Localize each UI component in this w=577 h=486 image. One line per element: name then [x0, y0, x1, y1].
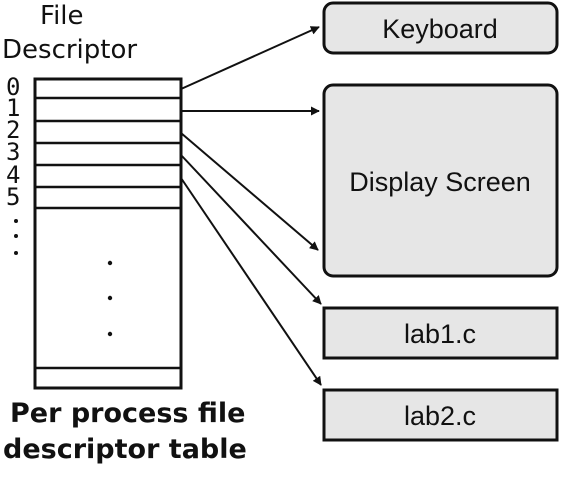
index-ellipsis-dot [14, 219, 18, 223]
index-3: 3 [6, 138, 20, 166]
caption-line1: Per process file [10, 398, 245, 429]
lab1-box [322, 306, 559, 360]
descriptor-table [33, 77, 183, 390]
table-ellipsis-dot [107, 295, 113, 301]
display-screen-label: Display Screen [349, 167, 531, 197]
keyboard-label: Keyboard [382, 14, 498, 44]
arrow-0-to-keyboard [180, 26, 320, 90]
lab2-label: lab2.c [404, 401, 476, 431]
header-file: File [40, 1, 84, 31]
index-ellipsis-dot [14, 234, 18, 238]
arrow-4-to-lab2 [180, 177, 322, 386]
arrow-2-to-display [180, 132, 319, 251]
arrow-3-to-lab1 [180, 154, 322, 305]
index-1: 1 [6, 94, 20, 122]
keyboard-box [322, 1, 559, 55]
index-4: 4 [6, 161, 20, 189]
table-ellipsis-dot [107, 331, 113, 337]
display-screen-box [322, 83, 559, 278]
caption-line2: descriptor table [3, 434, 247, 465]
index-5: 5 [6, 183, 20, 211]
index-2: 2 [6, 116, 20, 144]
table-ellipsis-dot [107, 260, 113, 266]
index-0: 0 [6, 73, 20, 101]
lab1-label: lab1.c [404, 319, 476, 349]
index-ellipsis-dot [14, 251, 18, 255]
lab2-box [322, 388, 559, 442]
header-descriptor: Descriptor [2, 35, 137, 65]
